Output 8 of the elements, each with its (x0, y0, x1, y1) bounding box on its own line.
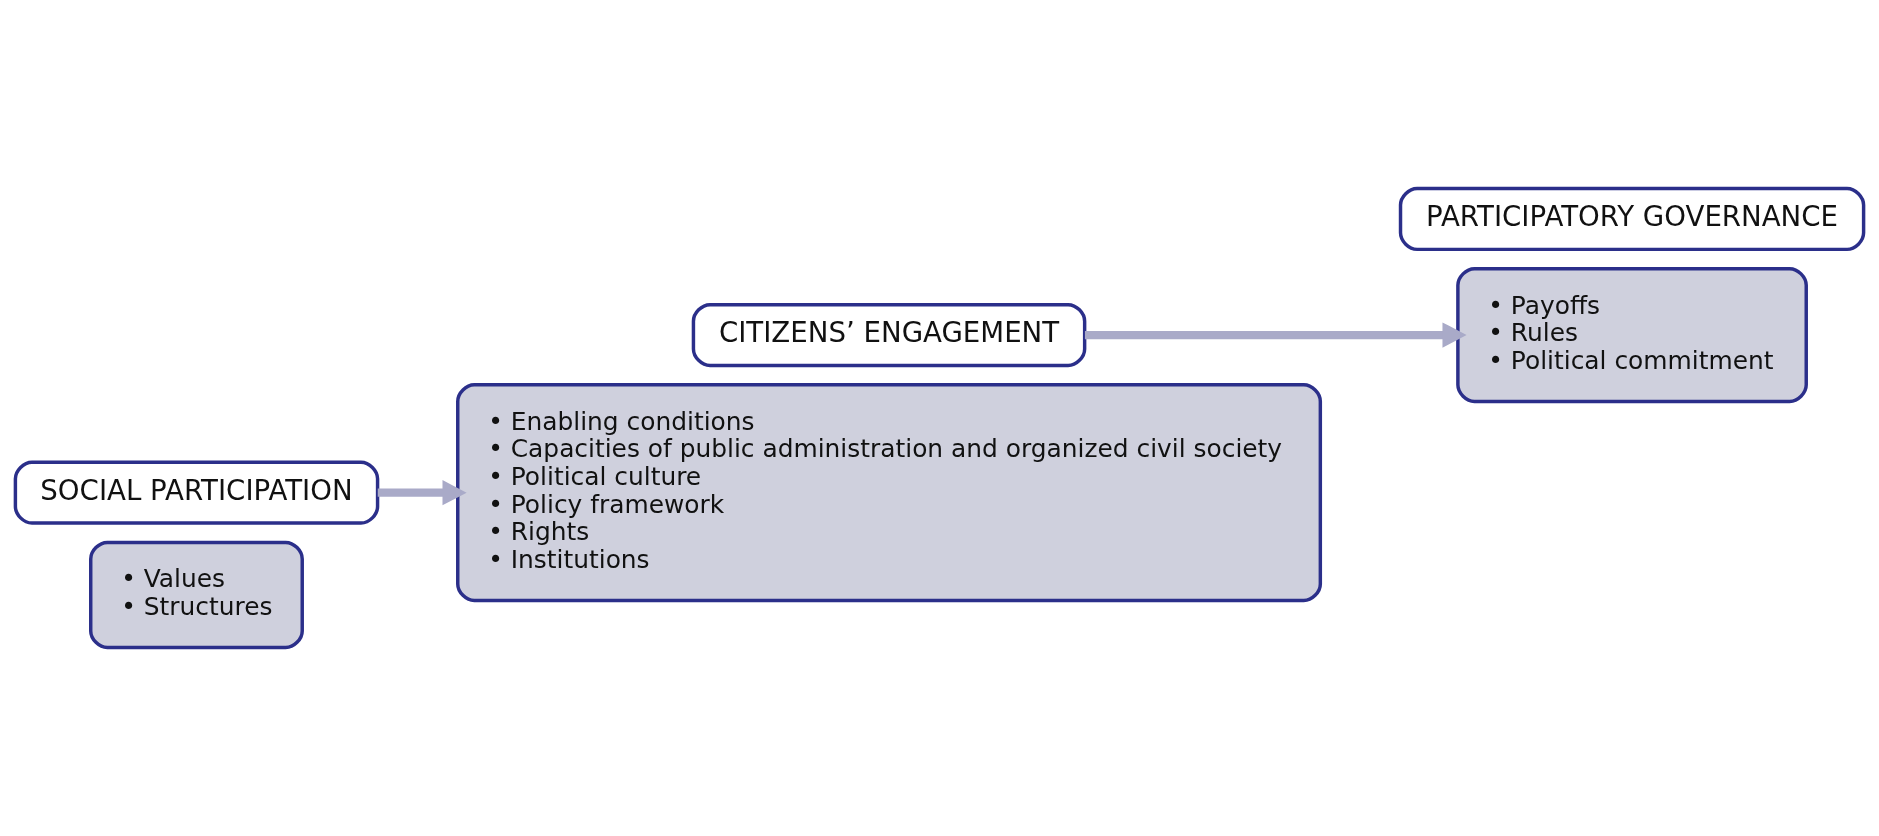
node-box: CITIZENS’ ENGAGEMENT (691, 302, 1087, 368)
node-box: SOCIAL PARTICIPATION (13, 460, 380, 525)
arrow (1084, 322, 1467, 348)
node-box: • Values • Structures (89, 540, 304, 650)
node-box: • Enabling conditions • Capacities of public administration and organized civil society • Political culture • Policy framework • Rights • Institutions (456, 383, 1323, 603)
node-box: PARTICIPATORY GOVERNANCE (1398, 186, 1866, 252)
node-box: • Payoffs • Rules • Political commitment (1456, 266, 1808, 404)
arrow (377, 479, 467, 506)
